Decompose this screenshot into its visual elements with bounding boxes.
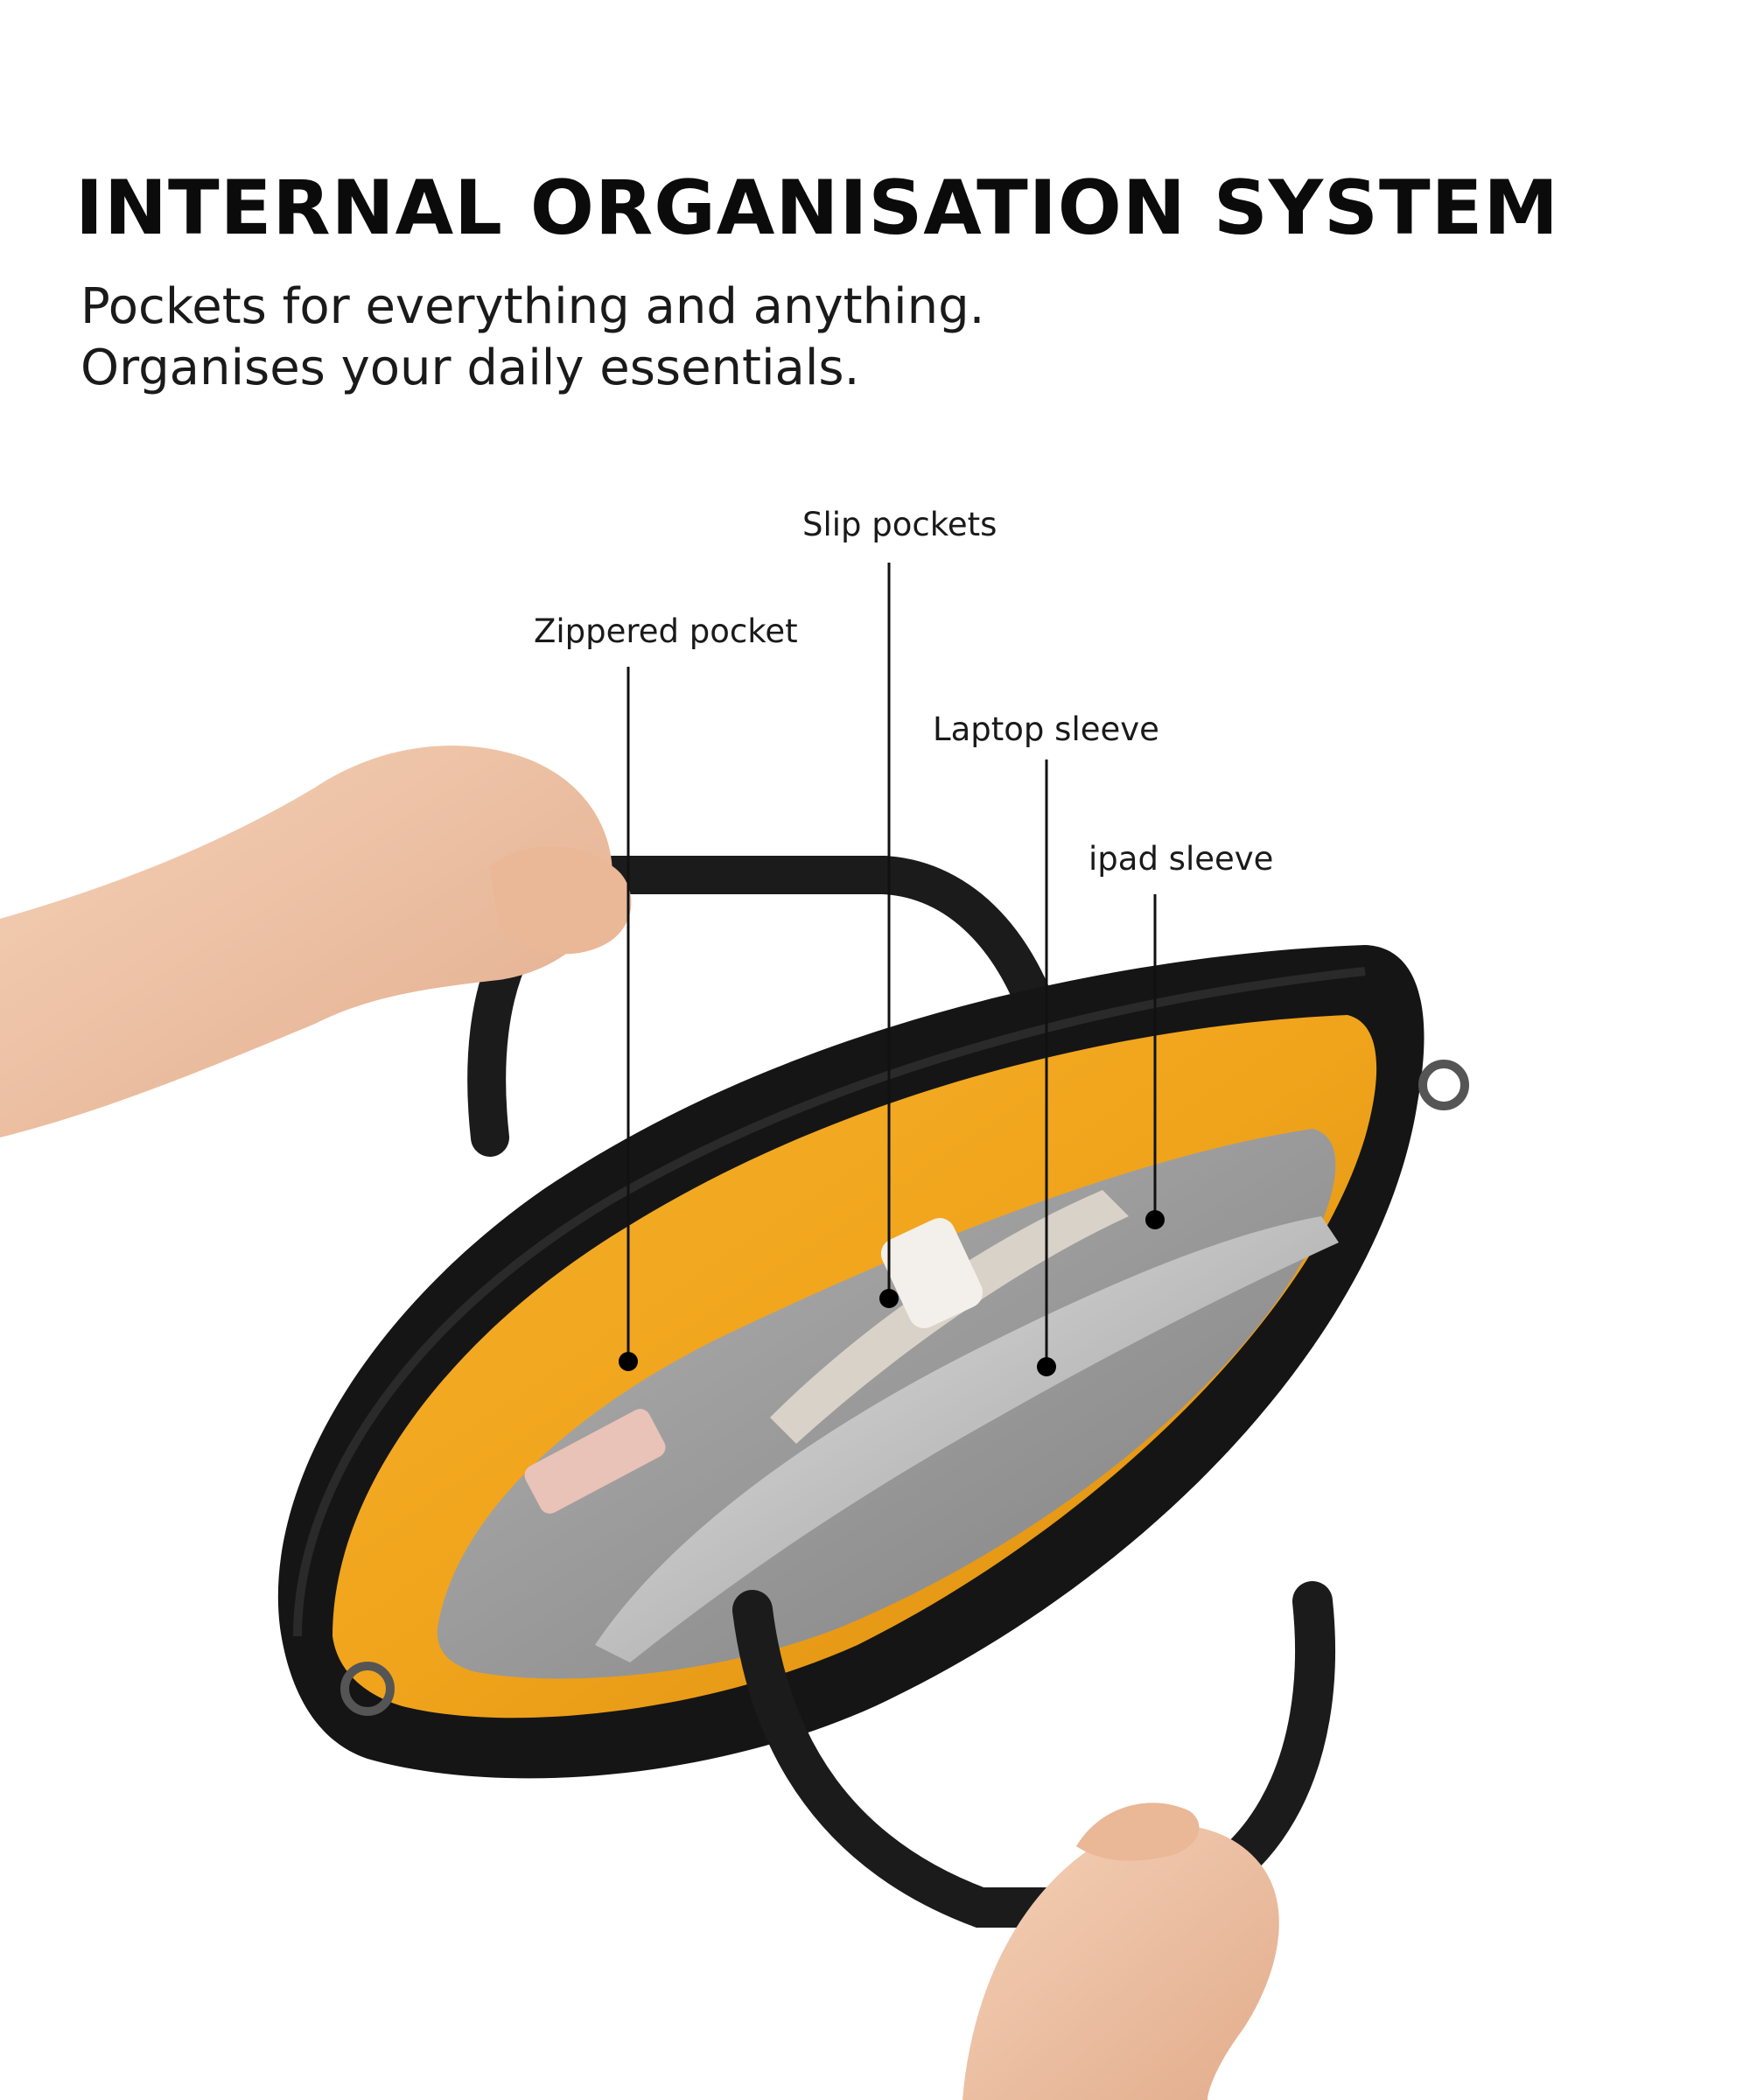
- ipad-sleeve-dot: [1145, 1210, 1165, 1229]
- callout-slip-pockets: Slip pockets: [802, 506, 998, 543]
- pouch: [524, 1409, 666, 1514]
- right-ring: [1418, 1060, 1469, 1110]
- callout-zippered-pocket: Zippered pocket: [534, 612, 798, 650]
- left-fingers: [490, 846, 632, 955]
- laptop-sleeve-dot: [1037, 1357, 1056, 1376]
- callout-ipad-sleeve: ipad sleeve: [1088, 840, 1274, 878]
- callout-laptop-sleeve: Laptop sleeve: [933, 710, 1159, 748]
- zip-edge: [293, 967, 1366, 1637]
- right-hand: [962, 1824, 1279, 2100]
- page-title: INTERNAL ORGANISATION SYSTEM: [75, 164, 1559, 252]
- left-ring: [340, 1662, 395, 1716]
- left-arm: [0, 746, 612, 1138]
- right-thumb: [1076, 1802, 1200, 1861]
- zippered-pocket-dot: [619, 1352, 638, 1371]
- subtitle-line-1: Pockets for everything and anything.: [80, 278, 985, 335]
- charger: [880, 1218, 984, 1328]
- laptop: [595, 1216, 1339, 1662]
- subtitle-line-2: Organises your daily essentials.: [80, 340, 860, 396]
- slip-pockets-dot: [879, 1289, 899, 1308]
